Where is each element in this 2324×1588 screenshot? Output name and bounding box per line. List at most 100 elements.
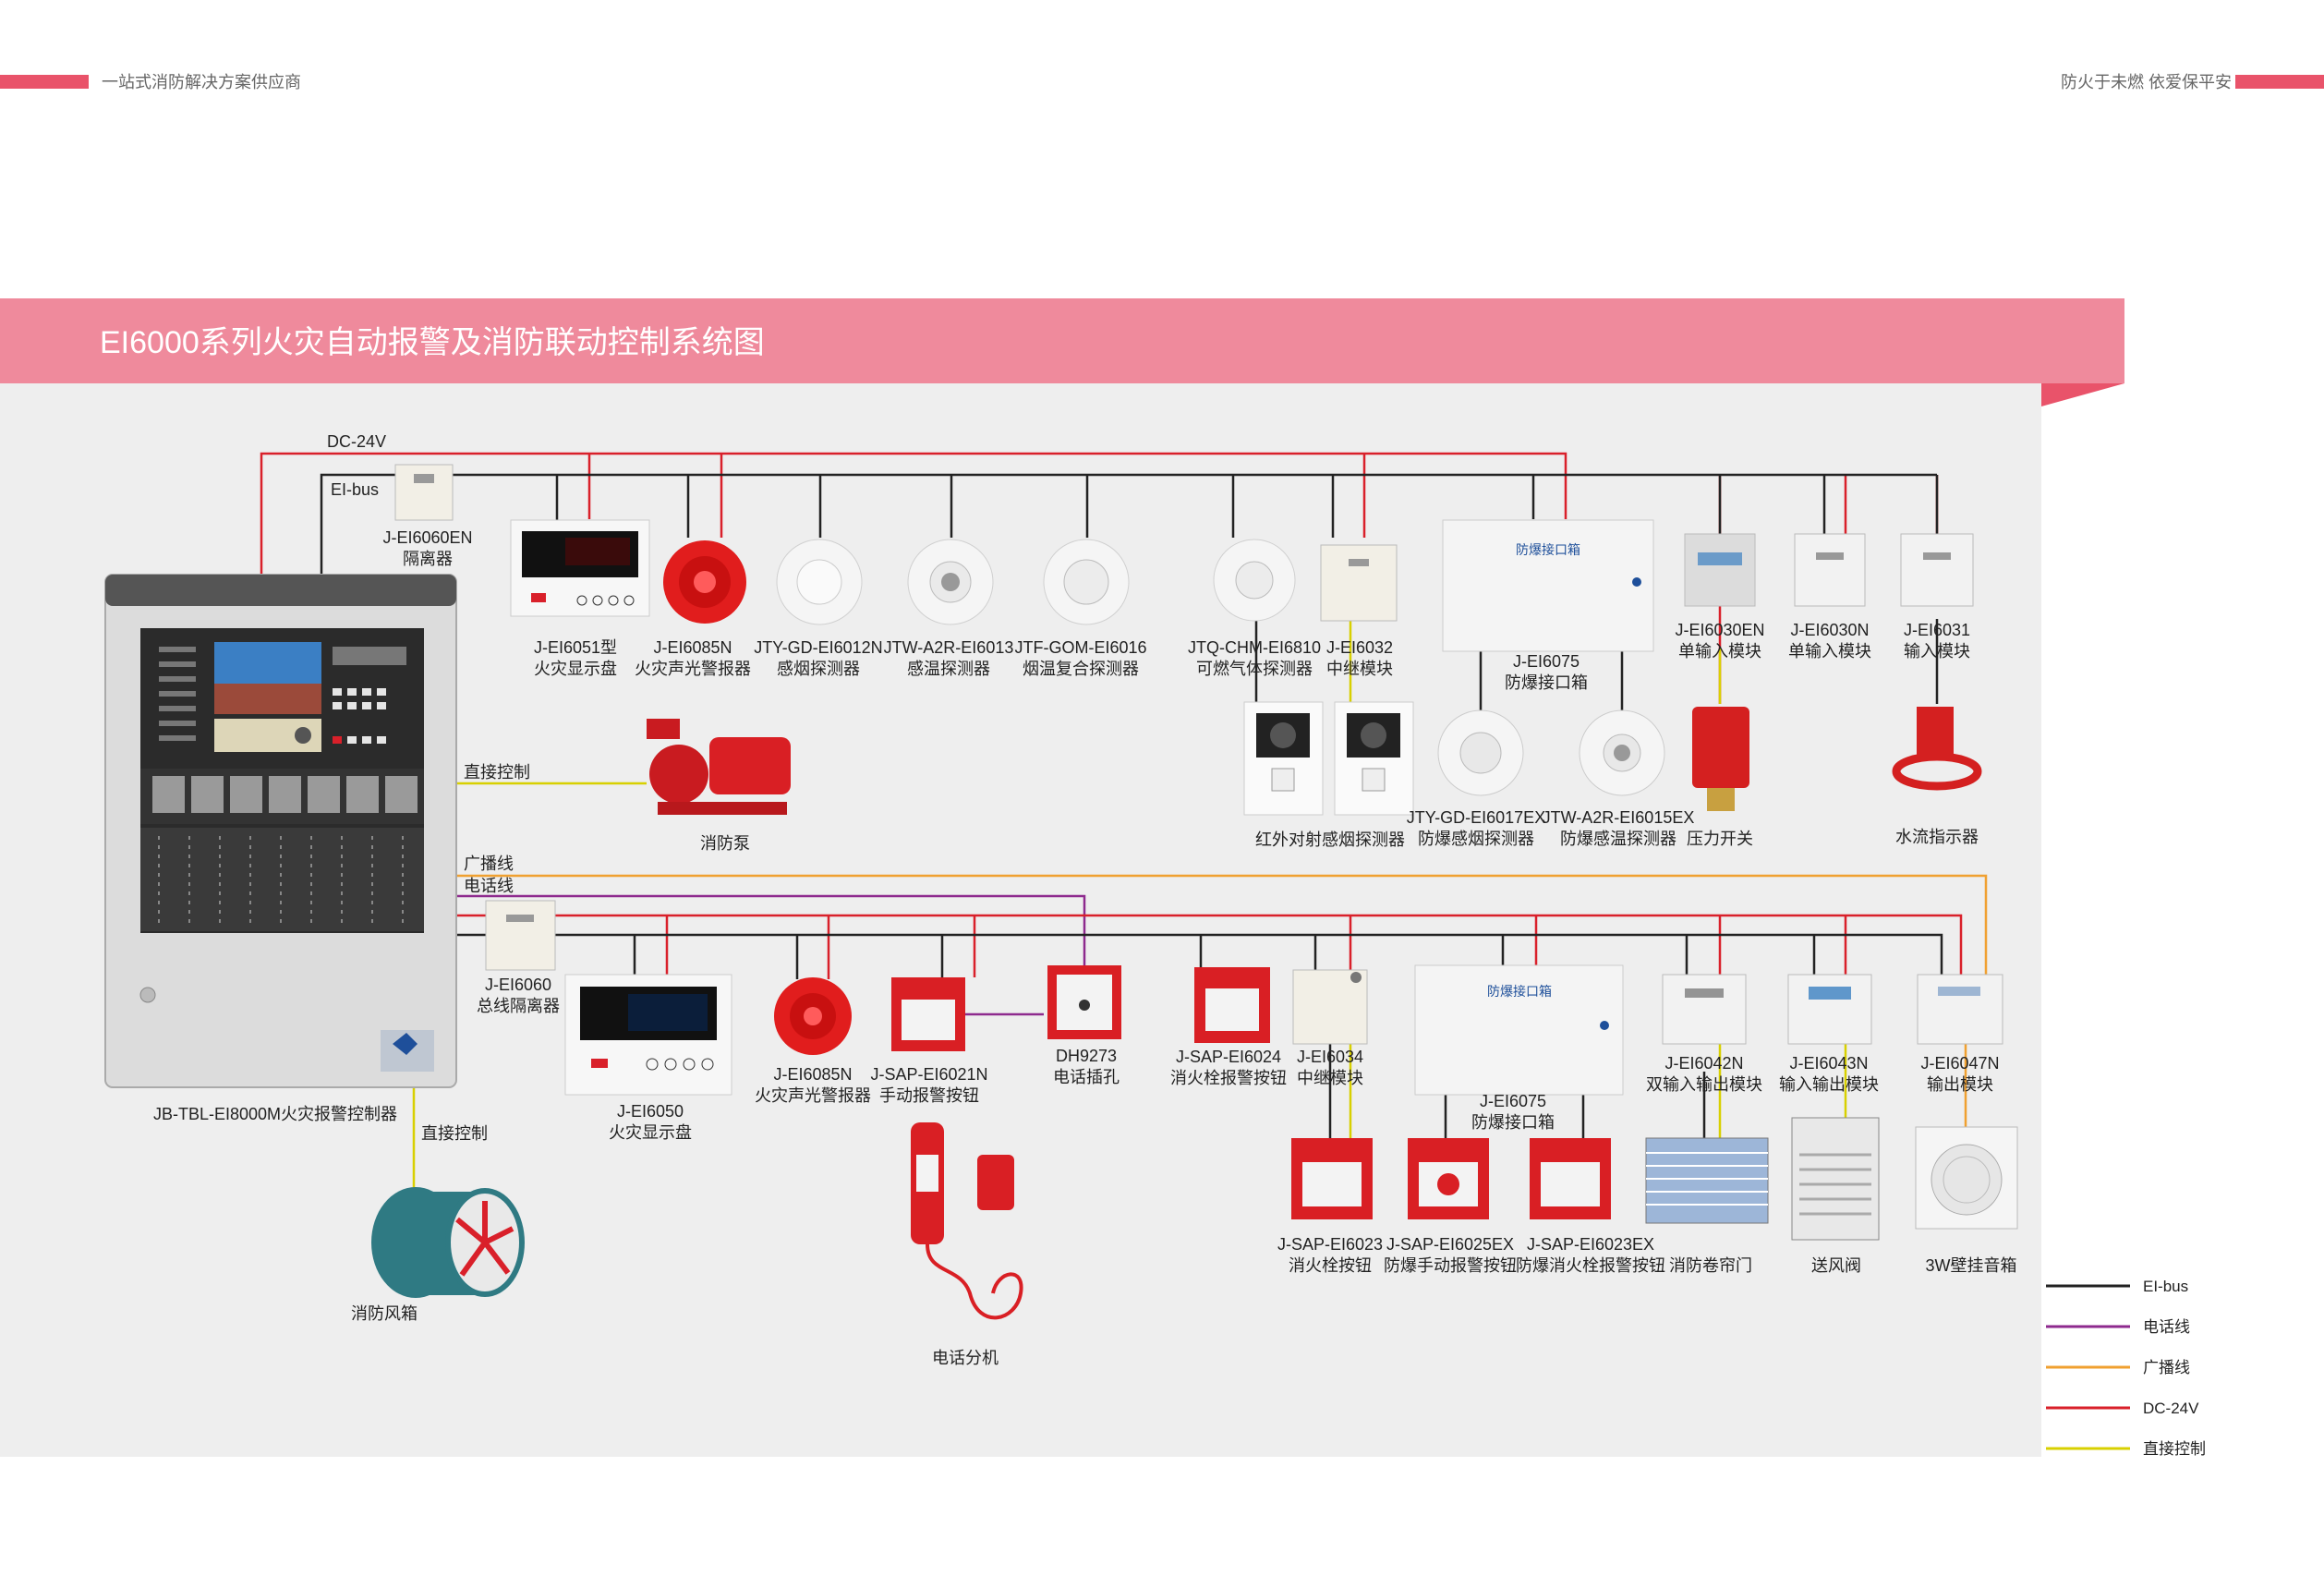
- manual-call-model: J-SAP-EI6021N: [870, 1065, 987, 1084]
- flow-indicator-name: 水流指示器: [1895, 828, 1979, 846]
- input-a-model: J-EI6030EN: [1675, 621, 1764, 639]
- manual-call-point-ex[interactable]: [1408, 1138, 1489, 1219]
- fire-display-panel-top[interactable]: [510, 519, 650, 617]
- ex-heat-name: 防爆感温探测器: [1560, 830, 1676, 848]
- isolator-device[interactable]: [394, 464, 454, 521]
- broadcast-line-label: 广播线: [464, 855, 514, 873]
- hydrant-alarm-ex[interactable]: [1530, 1138, 1611, 1219]
- phone-jack-name: 电话插孔: [1053, 1068, 1120, 1086]
- heat-detector-name: 感温探测器: [907, 660, 990, 678]
- ex-heat-model: JTW-A2R-EI6015EX: [1543, 808, 1695, 827]
- output-module-model: J-EI6047N: [1920, 1054, 1999, 1073]
- ex-interface-box-top[interactable]: 防爆接口箱: [1442, 519, 1654, 652]
- input-module-b[interactable]: [1794, 533, 1866, 607]
- gas-detector-name: 可燃气体探测器: [1196, 660, 1313, 678]
- ex-box-top-panel-text: 防爆接口箱: [1516, 542, 1580, 557]
- input-b-model: J-EI6030N: [1790, 621, 1869, 639]
- fire-pump-name: 消防泵: [700, 834, 750, 853]
- legend-label: 电话线: [2143, 1318, 2190, 1336]
- relay-top-name: 中继模块: [1326, 660, 1393, 678]
- io-module[interactable]: [1787, 974, 1872, 1045]
- fire-display-panel-bottom[interactable]: [564, 974, 732, 1096]
- fire-fan[interactable]: [371, 1187, 525, 1298]
- legend-label: 直接控制: [2143, 1440, 2206, 1458]
- display-bottom-model: J-EI6050: [617, 1102, 684, 1121]
- isolator-model: J-EI6060EN: [382, 528, 472, 547]
- smoke-detector-name: 感烟探测器: [777, 660, 860, 678]
- beam-smoke-detector[interactable]: [1243, 701, 1414, 816]
- fire-fan-name: 消防风箱: [351, 1304, 418, 1323]
- ex-smoke-name: 防爆感烟探测器: [1418, 830, 1534, 848]
- telephone-handset[interactable]: [911, 1122, 1023, 1320]
- fire-alarm-controller[interactable]: [104, 574, 457, 1088]
- smoke-detector-model: JTY-GD-EI6012N: [754, 638, 882, 657]
- hydrant-alarm-button[interactable]: [1194, 967, 1270, 1043]
- relay-bottom-name: 中继模块: [1297, 1069, 1363, 1087]
- supply-damper-name: 送风阀: [1811, 1256, 1861, 1275]
- lower-bus-wiring: [455, 874, 1988, 1138]
- legend: EI-bus 电话线 广播线 DC-24V 直接控制: [2046, 1278, 2206, 1458]
- ex-smoke-detector[interactable]: [1437, 709, 1524, 796]
- beam-detector-name: 红外对射感烟探测器: [1255, 830, 1405, 849]
- telephone-handset-name: 电话分机: [932, 1349, 999, 1367]
- title-band: [0, 298, 2124, 383]
- manual-call-point[interactable]: [891, 977, 965, 1051]
- eibus-line-label: EI-bus: [331, 480, 379, 499]
- strobe-bottom-name: 火灾声光警报器: [755, 1086, 871, 1105]
- fire-roller-shutter[interactable]: [1645, 1137, 1769, 1224]
- title-band-fold: [2041, 383, 2124, 406]
- combo-detector[interactable]: [1043, 539, 1130, 625]
- ex-interface-box-bottom[interactable]: 防爆接口箱: [1414, 964, 1624, 1096]
- dual-io-module[interactable]: [1662, 974, 1747, 1045]
- input-b-name: 单输入模块: [1788, 642, 1871, 661]
- io-module-model: J-EI6043N: [1789, 1054, 1868, 1073]
- direct-control-fan-label: 直接控制: [421, 1124, 488, 1143]
- input-module-a[interactable]: [1684, 533, 1756, 607]
- ex-smoke-model: JTY-GD-EI6017EX: [1407, 808, 1545, 827]
- gas-detector-model: JTQ-CHM-EI6810: [1188, 638, 1321, 657]
- relay-bottom-model: J-EI6034: [1297, 1048, 1363, 1066]
- isolator-name: 隔离器: [403, 550, 453, 568]
- input-module-c[interactable]: [1900, 533, 1974, 607]
- ex-heat-detector[interactable]: [1579, 709, 1665, 796]
- display-top-model: J-EI6051型: [534, 638, 617, 657]
- wall-speaker[interactable]: [1915, 1126, 2018, 1230]
- output-module[interactable]: [1917, 974, 2003, 1045]
- supply-air-damper[interactable]: [1791, 1117, 1880, 1241]
- output-module-name: 输出模块: [1927, 1075, 1993, 1094]
- dual-io-name: 双输入输出模块: [1646, 1075, 1762, 1094]
- smoke-detector[interactable]: [776, 539, 863, 625]
- hydrant-button-ex[interactable]: [1291, 1138, 1373, 1219]
- ex-box-bottom-name: 防爆接口箱: [1471, 1113, 1555, 1132]
- strobe-top-name: 火灾声光警报器: [635, 660, 751, 678]
- phone-jack-model: DH9273: [1056, 1047, 1117, 1065]
- strobe-alarm-top[interactable]: [663, 540, 746, 624]
- roller-shutter-name: 消防卷帘门: [1669, 1256, 1752, 1275]
- hydrant-btn-ex-name: 消火栓按钮: [1289, 1256, 1372, 1275]
- strobe-bottom-model: J-EI6085N: [773, 1065, 852, 1084]
- ex-box-bottom-model: J-EI6075: [1480, 1092, 1546, 1110]
- ex-box-top-model: J-EI6075: [1513, 652, 1580, 671]
- diagram-title: EI6000系列火灾自动报警及消防联动控制系统图: [100, 325, 765, 360]
- telephone-jack[interactable]: [1047, 965, 1121, 1039]
- water-flow-indicator[interactable]: [1892, 707, 1982, 791]
- pressure-switch[interactable]: [1692, 707, 1749, 811]
- bus-isolator[interactable]: [485, 900, 556, 971]
- direct-control-wiring: [412, 782, 647, 1192]
- heat-detector[interactable]: [907, 539, 994, 625]
- hydrant-button-model: J-SAP-EI6024: [1176, 1048, 1281, 1066]
- hydrant-ex-name: 防爆消火栓报警按钮: [1516, 1256, 1665, 1275]
- header-tagline-left: 一站式消防解决方案供应商: [102, 73, 301, 91]
- combo-detector-model: JTF-GOM-EI6016: [1014, 638, 1146, 657]
- ex-box-bottom-panel-text: 防爆接口箱: [1487, 984, 1552, 999]
- gas-detector[interactable]: [1213, 539, 1296, 622]
- direct-control-pump-label: 直接控制: [464, 763, 530, 782]
- fire-pump[interactable]: [647, 719, 791, 815]
- legend-label: DC-24V: [2143, 1400, 2199, 1417]
- strobe-alarm-bottom[interactable]: [774, 977, 852, 1055]
- relay-module-top[interactable]: [1320, 544, 1398, 622]
- header-accent-left: [0, 75, 89, 89]
- input-c-name: 输入模块: [1904, 642, 1970, 661]
- legend-label: EI-bus: [2143, 1278, 2188, 1295]
- relay-module-bottom[interactable]: [1292, 969, 1368, 1045]
